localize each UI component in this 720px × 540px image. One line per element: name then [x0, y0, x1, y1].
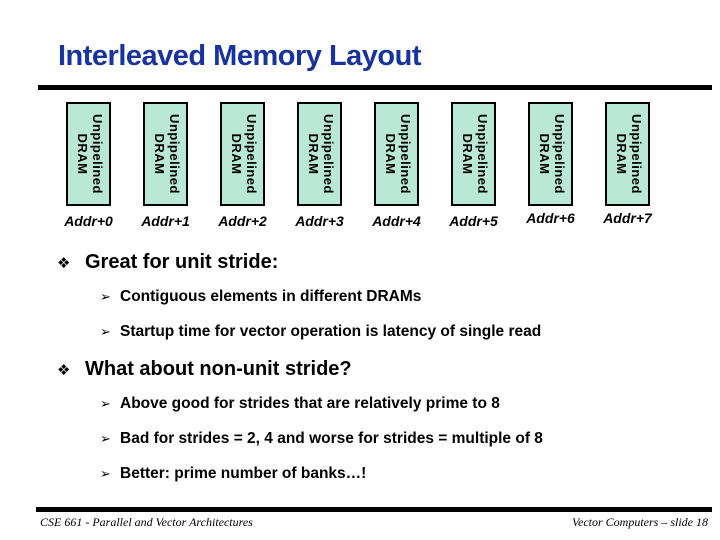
- dram-box-label-line1: Unpipelined: [474, 114, 490, 194]
- footer: CSE 661 - Parallel and Vector Architectu…: [40, 515, 708, 530]
- bullet-list: ❖ Great for unit stride: ➢ Contiguous el…: [55, 250, 705, 499]
- dram-box-label-line1: Unpipelined: [397, 114, 413, 194]
- arrow-bullet-icon: ➢: [100, 397, 111, 412]
- dram-box-label-line1: Unpipelined: [320, 114, 336, 194]
- bullet-text: Above good for strides that are relative…: [120, 395, 500, 412]
- addr-label: Addr+5: [449, 213, 498, 229]
- arrow-bullet-icon: ➢: [100, 325, 111, 340]
- bullet-text: Contiguous elements in different DRAMs: [120, 288, 422, 305]
- dram-box-label-line1: Unpipelined: [166, 114, 182, 194]
- bullet-level1: ❖ Great for unit stride:: [55, 250, 705, 275]
- dram-box-label-line2: DRAM: [151, 133, 167, 175]
- bullet-text: Better: prime number of banks…!: [120, 465, 367, 482]
- addr-label: Addr+4: [372, 213, 421, 229]
- footer-course-label: CSE 661 - Parallel and Vector Architectu…: [40, 515, 253, 529]
- footer-slide-label: Vector Computers – slide 18: [572, 515, 708, 529]
- bullet-level2: ➢ Contiguous elements in different DRAMs: [100, 287, 705, 307]
- dram-box-label-line1: Unpipelined: [551, 114, 567, 194]
- diamond-bullet-icon: ❖: [57, 254, 71, 272]
- dram-box-label-line1: Unpipelined: [243, 114, 259, 194]
- bullet-level2: ➢ Better: prime number of banks…!: [100, 464, 705, 484]
- dram-box-label-line2: DRAM: [305, 133, 321, 175]
- addr-label: Addr+2: [218, 213, 267, 229]
- title-divider: [38, 85, 712, 90]
- dram-box-label-line2: DRAM: [613, 133, 629, 175]
- dram-box-label-line1: Unpipelined: [89, 114, 105, 194]
- addr-label: Addr+6: [526, 210, 575, 226]
- addr-label: Addr+1: [141, 213, 190, 229]
- dram-box-label-line2: DRAM: [459, 133, 475, 175]
- dram-box-label-line2: DRAM: [536, 133, 552, 175]
- bullet-text: What about non-unit stride?: [85, 358, 352, 380]
- bullet-level2: ➢ Startup time for vector operation is l…: [100, 322, 705, 342]
- addr-label: Addr+7: [603, 210, 652, 226]
- dram-box-label-line1: Unpipelined: [628, 114, 644, 194]
- bullet-level1: ❖ What about non-unit stride?: [55, 357, 705, 382]
- bullet-text: Startup time for vector operation is lat…: [120, 323, 542, 340]
- dram-box-label-line2: DRAM: [228, 133, 244, 175]
- arrow-bullet-icon: ➢: [100, 290, 111, 305]
- bullet-text: Great for unit stride:: [85, 251, 279, 273]
- arrow-bullet-icon: ➢: [100, 432, 111, 447]
- dram-box-label-line2: DRAM: [382, 133, 398, 175]
- diamond-bullet-icon: ❖: [57, 361, 71, 379]
- bullet-level2: ➢ Bad for strides = 2, 4 and worse for s…: [100, 429, 705, 449]
- dram-box-label-line2: DRAM: [74, 133, 90, 175]
- bullet-level2: ➢ Above good for strides that are relati…: [100, 394, 705, 414]
- addr-label: Addr+0: [64, 213, 113, 229]
- footer-divider: [36, 507, 712, 512]
- bullet-text: Bad for strides = 2, 4 and worse for str…: [120, 430, 543, 447]
- arrow-bullet-icon: ➢: [100, 467, 111, 482]
- addr-label: Addr+3: [295, 213, 344, 229]
- page-title: Interleaved Memory Layout: [58, 40, 422, 72]
